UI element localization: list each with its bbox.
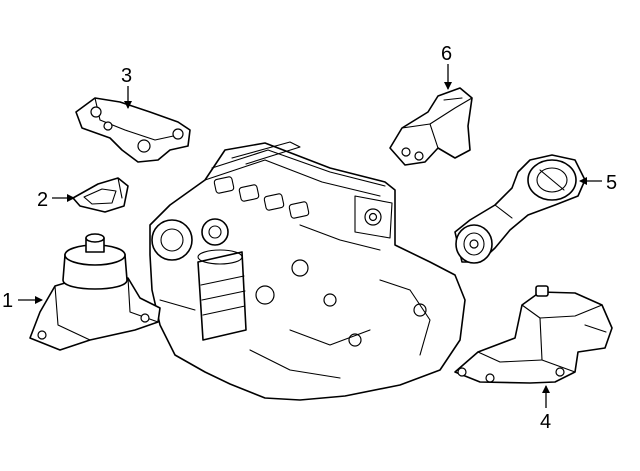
bracket-3 xyxy=(75,97,191,163)
mount-1 xyxy=(29,233,161,351)
callout-leaders xyxy=(18,64,602,408)
callout-label-1: 1 xyxy=(2,290,13,312)
callout-label-2: 2 xyxy=(37,189,48,211)
bracket-2 xyxy=(72,177,129,213)
callout-label-6: 6 xyxy=(441,43,452,65)
engine-assembly xyxy=(149,141,466,401)
callout-label-3: 3 xyxy=(121,65,132,87)
callout-label-4: 4 xyxy=(540,411,551,433)
torque-rod-5 xyxy=(454,154,586,264)
callout-label-5: 5 xyxy=(606,172,617,194)
bracket-6 xyxy=(389,87,473,166)
mount-4 xyxy=(454,285,613,384)
